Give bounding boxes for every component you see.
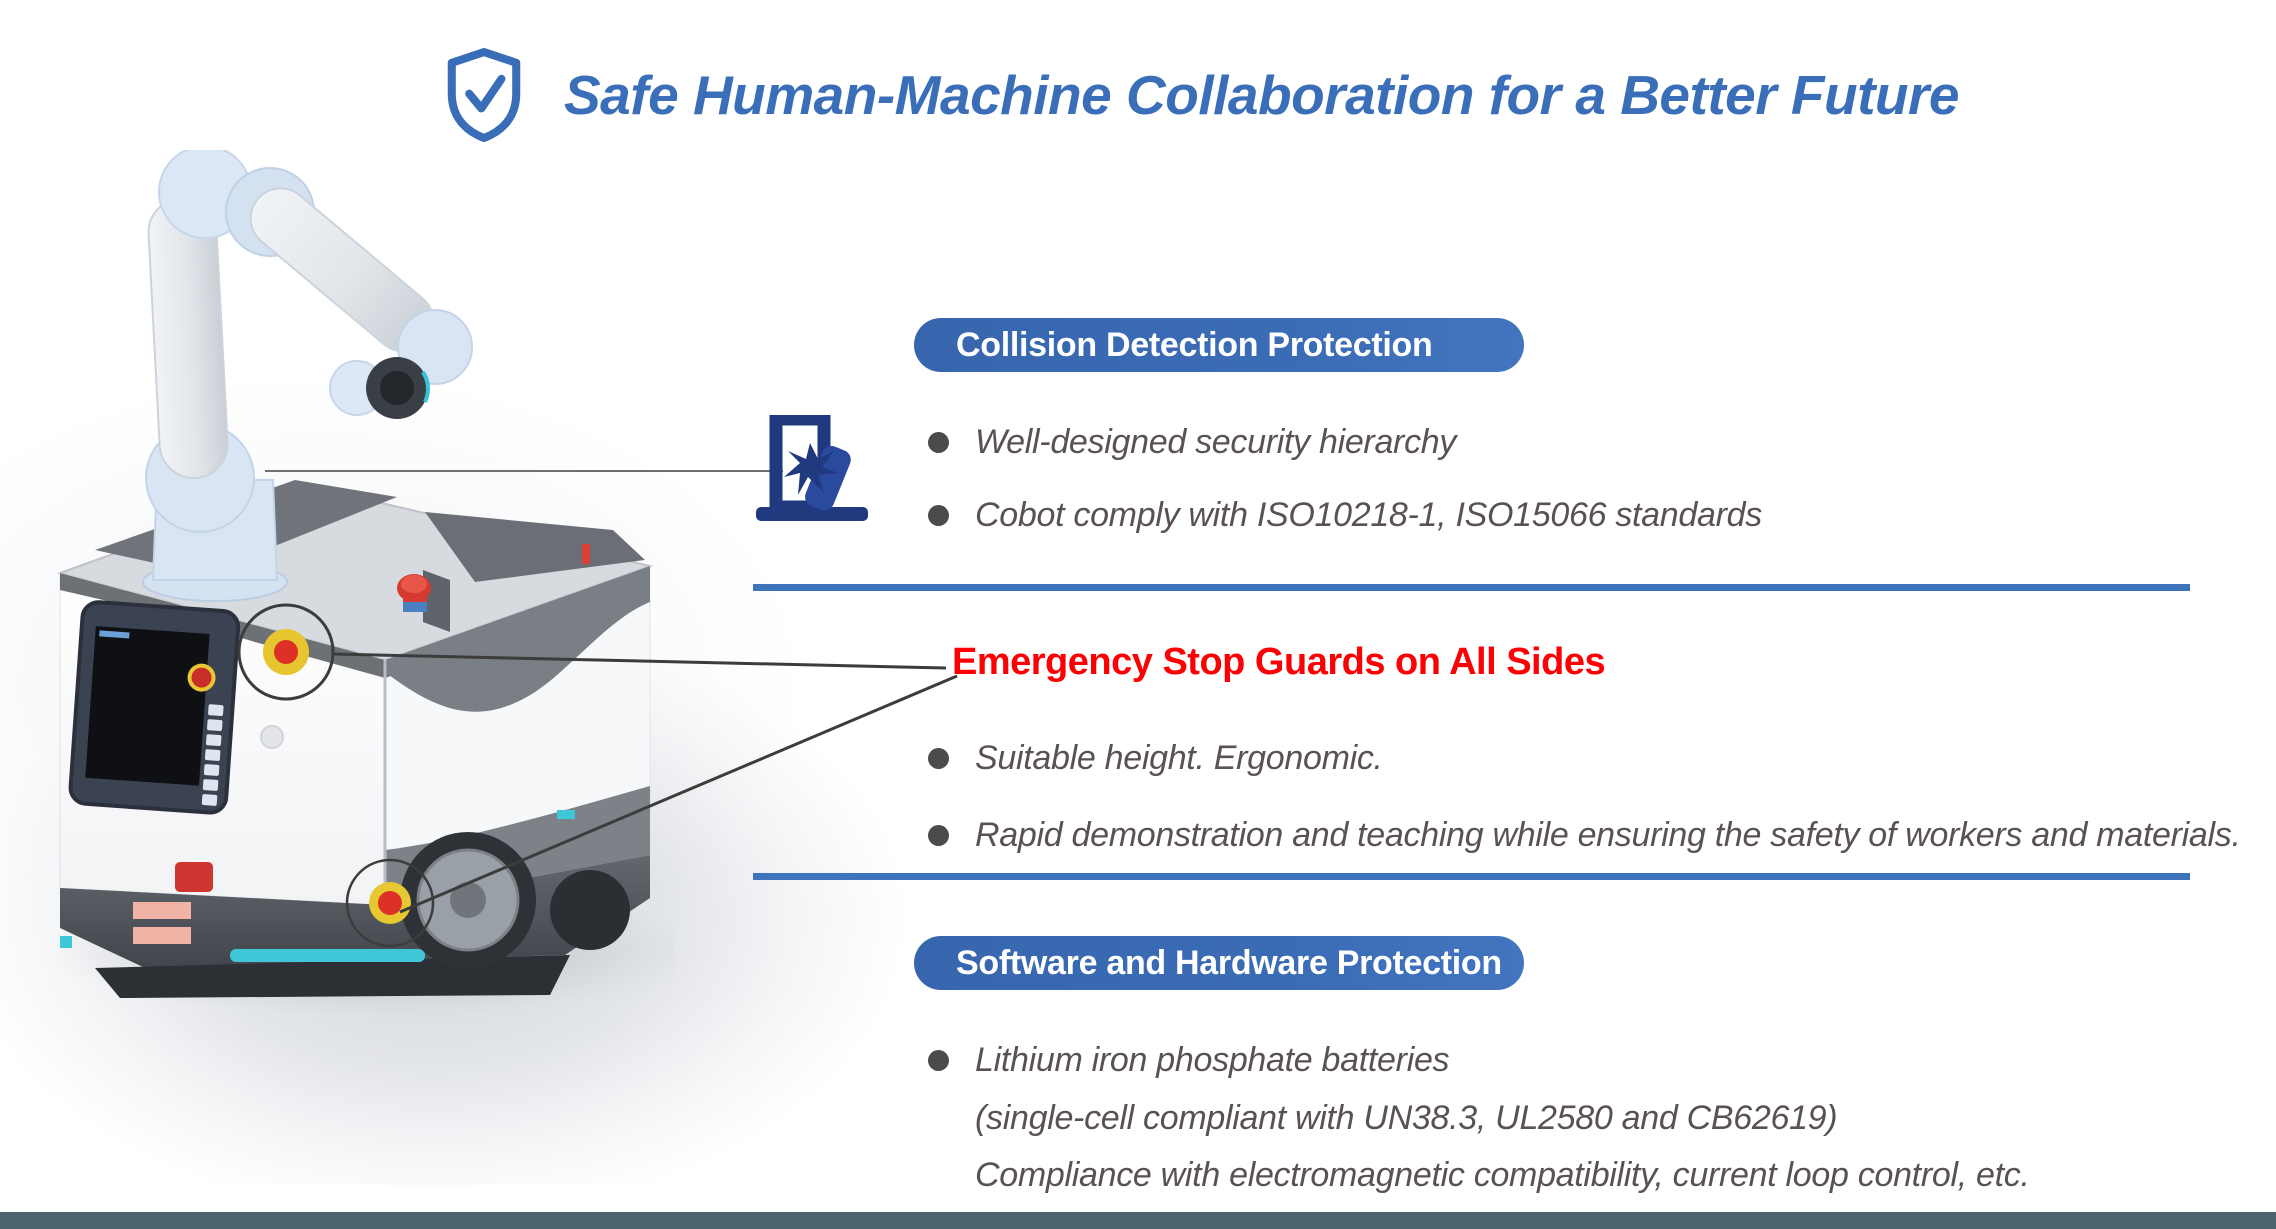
bullet-item: Lithium iron phosphate batteries [928,1041,1450,1080]
bullet-item: Rapid demonstration and teaching while e… [928,816,2241,855]
bullet-dot [928,1050,949,1071]
bullet-item: Cobot comply with ISO10218-1, ISO15066 s… [928,496,1762,535]
section-divider-2 [753,873,2190,880]
bullet-dot [928,748,949,769]
arm-elbow-joint [158,150,252,239]
page-title: Safe Human-Machine Collaboration for a B… [564,64,1960,126]
bullet-dot [928,825,949,846]
bullet-text: Well-designed security hierarchy [975,423,1457,461]
robot-photo-backdrop [0,350,1080,1185]
shield-check-icon [447,48,521,142]
bullet-text: Lithium iron phosphate batteries [975,1041,1450,1079]
section-pill-software: Software and Hardware Protection [914,936,1524,990]
arm-elbow-joint-2 [225,167,315,257]
bullet-text: (single-cell compliant with UN38.3, UL25… [975,1099,1838,1137]
bullet-item: Suitable height. Ergonomic. [928,739,1383,778]
bullet-item: (single-cell compliant with UN38.3, UL25… [928,1099,1838,1138]
section-divider-1 [753,584,2190,591]
header: Safe Human-Machine Collaboration for a B… [440,48,1960,142]
bullet-text: Suitable height. Ergonomic. [975,739,1383,777]
footer-bar [0,1212,2276,1229]
bullet-dot [928,505,949,526]
bullet-text: Rapid demonstration and teaching while e… [975,816,2241,854]
bullet-text: Cobot comply with ISO10218-1, ISO15066 s… [975,496,1762,534]
arm-forearm-link [249,187,435,353]
section-pill-collision: Collision Detection Protection [914,318,1524,372]
bullet-item: Compliance with electromagnetic compatib… [928,1156,2030,1195]
bullet-text: Compliance with electromagnetic compatib… [975,1156,2030,1194]
section-heading-estop: Emergency Stop Guards on All Sides [952,641,1606,683]
bullet-item: Well-designed security hierarchy [928,423,1456,462]
bullet-dot [928,432,949,453]
